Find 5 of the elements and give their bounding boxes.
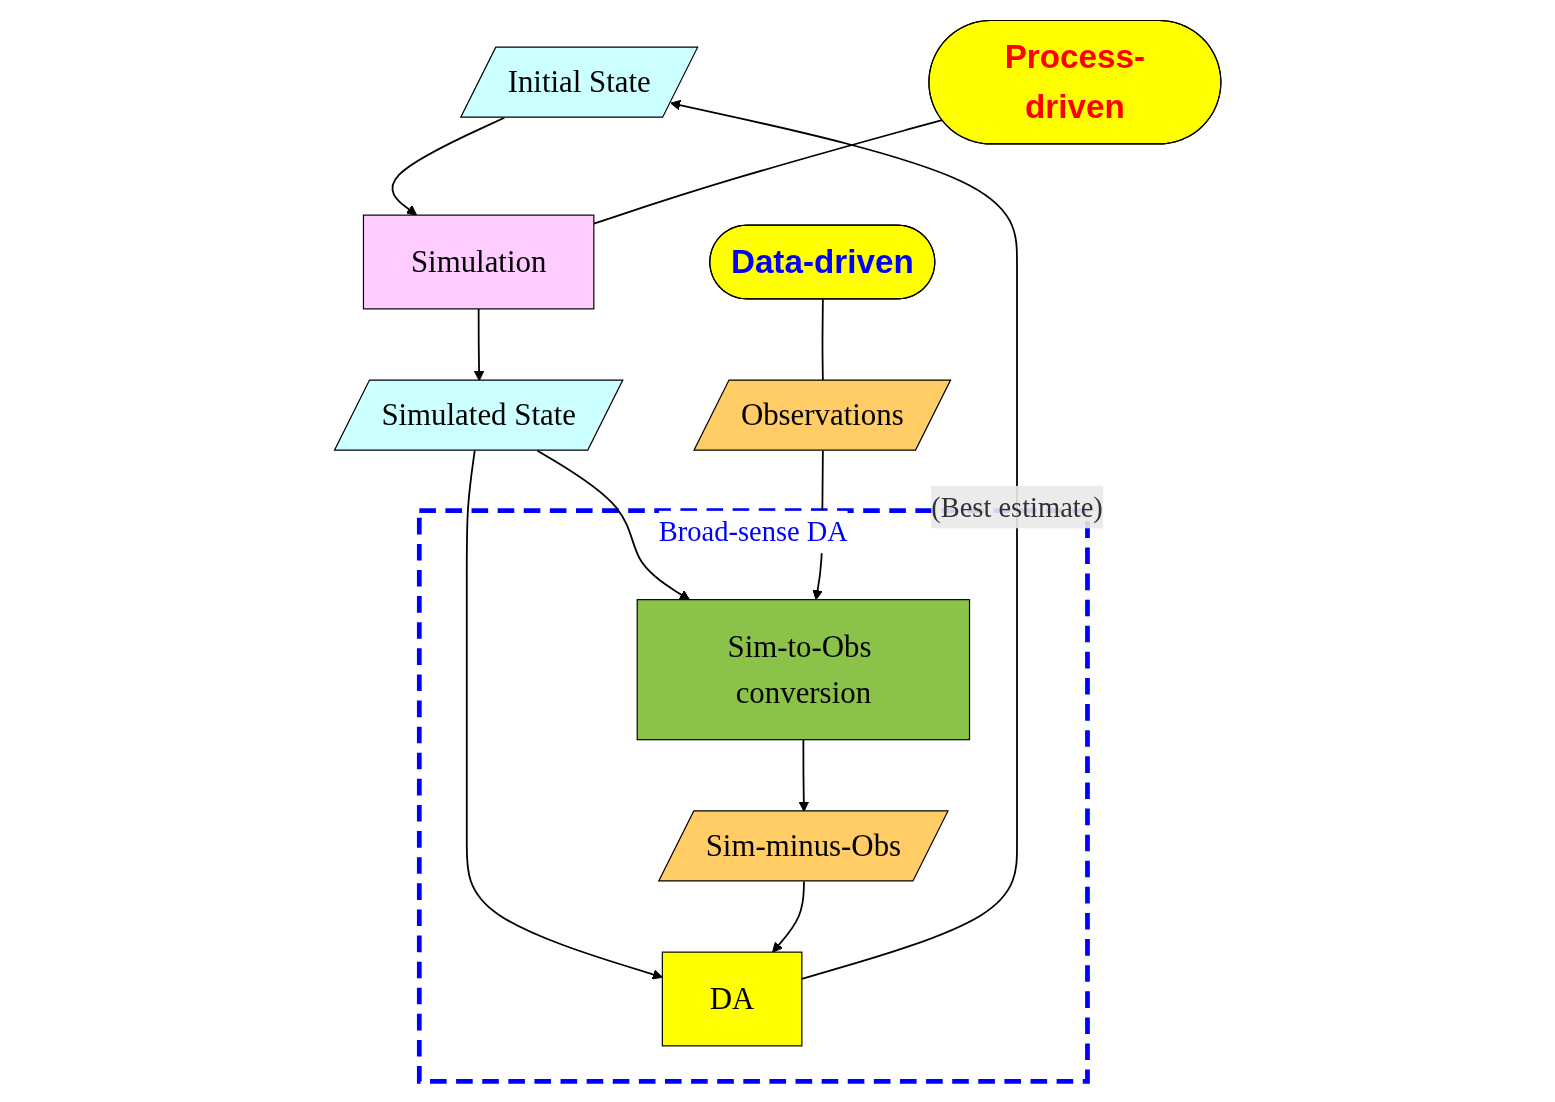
node-box: DA: [661, 951, 803, 1047]
node-box: Sim-to-Obs conversion: [636, 599, 970, 741]
arrow: [771, 880, 805, 953]
arrow: [670, 99, 1018, 980]
node-box: Simulation: [362, 214, 595, 310]
